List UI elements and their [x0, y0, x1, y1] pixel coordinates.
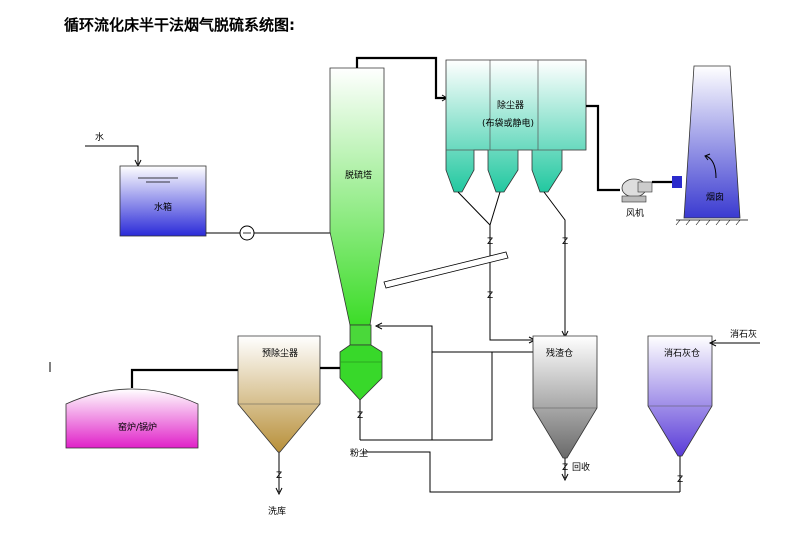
water-tank-label: 水箱	[154, 201, 172, 213]
lime-silo-label: 消石灰仓	[664, 347, 700, 359]
collector-discharge: Z Z Z	[457, 191, 569, 344]
chimney-label: 烟囱	[706, 191, 724, 203]
chimney: 烟囱	[675, 65, 748, 226]
discharge-label: 洗库	[268, 505, 286, 517]
absorber-label: 脱硫塔	[345, 169, 372, 181]
kiln-boiler: 窑炉/锅炉	[65, 388, 199, 449]
flue-pipe-collector-to-fan	[586, 104, 620, 192]
lime-feed-line	[362, 451, 680, 493]
recirculation-chute	[383, 251, 509, 289]
dust-collector: 除尘器 (布袋或静电)	[445, 59, 587, 193]
ash-silo: 残渣仓 Z 回收	[532, 335, 598, 482]
diagram-title: 循环流化床半干法烟气脱硫系统图:	[64, 16, 296, 34]
fly-ash-label: 粉尘	[350, 447, 368, 459]
z-valve-collector-1: Z	[487, 237, 493, 247]
flue-pipe-kiln-to-pre	[130, 368, 240, 388]
water-inlet: 水	[85, 131, 142, 168]
z-valve-pre: Z	[276, 471, 282, 481]
z-valve-collector-3: Z	[562, 237, 568, 247]
fan-label: 风机	[626, 207, 644, 219]
fan: 风机	[621, 178, 653, 219]
z-valve-absorber: Z	[357, 411, 363, 421]
chimney-inlet	[672, 176, 682, 188]
ash-return-line	[360, 322, 533, 441]
kiln-label: 窑炉/锅炉	[118, 421, 157, 433]
z-valve-collector-2: Z	[487, 291, 493, 301]
slaked-lime-label: 消石灰	[730, 328, 757, 340]
pre-dust-collector: 预除尘器 Z 洗库	[237, 335, 321, 517]
ash-silo-label: 残渣仓	[546, 347, 573, 359]
z-valve-ash: Z	[562, 463, 568, 473]
flue-pipe-absorber-to-collector	[355, 56, 446, 100]
dust-collector-label: 除尘器	[497, 99, 524, 111]
water-label: 水	[95, 131, 104, 143]
water-tank: 水箱	[119, 165, 207, 237]
recycle-label: 回收	[572, 461, 590, 473]
water-pipe	[206, 225, 330, 241]
absorber-tower: 脱硫塔 Z 粉尘	[329, 67, 385, 459]
dust-collector-sub-label: (布袋或静电)	[482, 117, 534, 129]
pre-collector-label: 预除尘器	[262, 347, 298, 359]
lime-silo: 消石灰仓 消石灰 Z	[647, 328, 760, 492]
z-valve-lime: Z	[677, 475, 683, 485]
